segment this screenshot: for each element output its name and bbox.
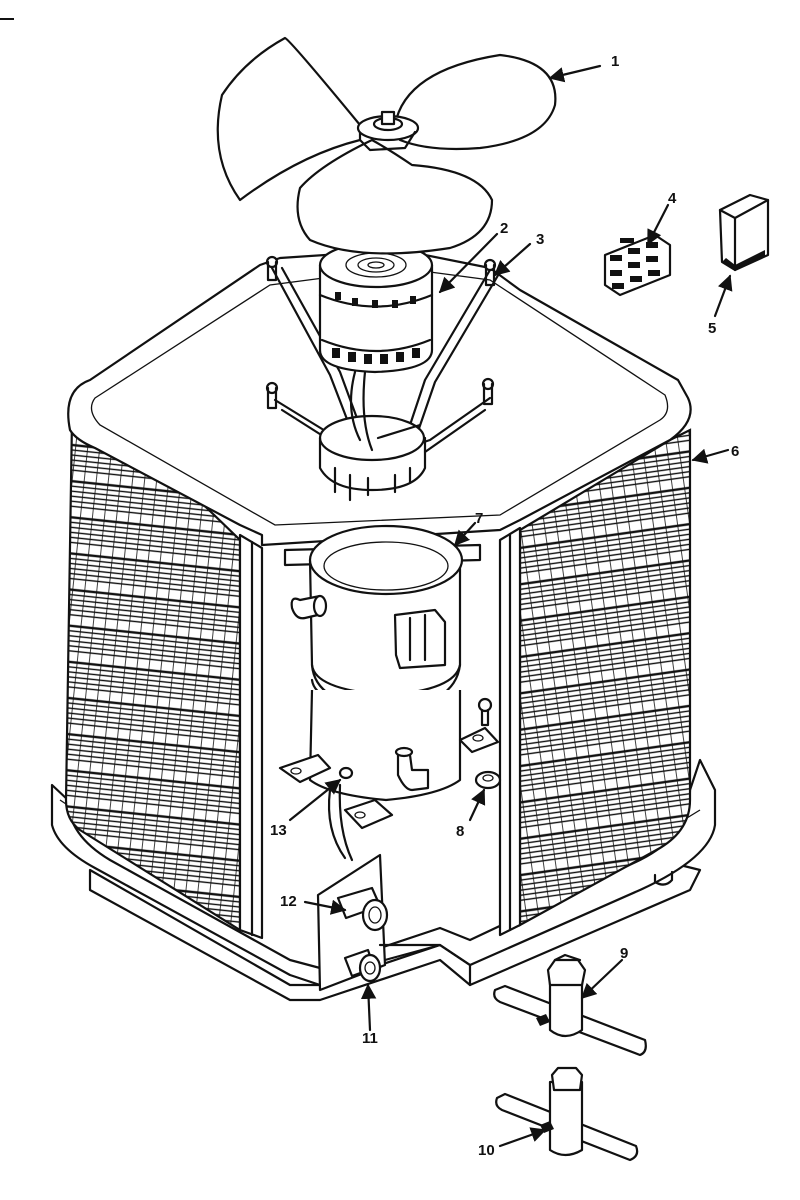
callout-8: 8 xyxy=(456,823,464,840)
compressor xyxy=(278,524,500,862)
callout-3: 3 xyxy=(536,231,544,248)
capacitor xyxy=(718,193,770,272)
motor-bracket xyxy=(265,255,502,502)
valve-tool-9 xyxy=(493,953,647,1057)
callout-11: 11 xyxy=(362,1030,378,1047)
callout-1: 1 xyxy=(611,53,619,70)
callout-10: 10 xyxy=(478,1142,495,1159)
grommets xyxy=(338,697,502,790)
service-valves xyxy=(316,853,472,992)
contactor xyxy=(603,233,672,297)
callout-13: 13 xyxy=(270,822,287,839)
callout-labels: 1 2 3 4 5 6 7 8 9 10 11 12 13 xyxy=(270,53,739,1159)
callout-leaders xyxy=(288,64,733,1148)
right-coil xyxy=(498,428,692,937)
callout-9: 9 xyxy=(620,945,628,962)
callout-5: 5 xyxy=(708,320,716,337)
callout-12: 12 xyxy=(280,893,297,910)
corner-mark xyxy=(0,18,14,20)
fan-blade xyxy=(216,36,557,255)
left-coil xyxy=(64,393,264,940)
callout-6: 6 xyxy=(731,443,739,460)
valve-tool-10 xyxy=(495,1066,639,1162)
callout-2: 2 xyxy=(500,220,508,237)
callout-7: 7 xyxy=(475,510,483,527)
callout-4: 4 xyxy=(668,190,677,207)
